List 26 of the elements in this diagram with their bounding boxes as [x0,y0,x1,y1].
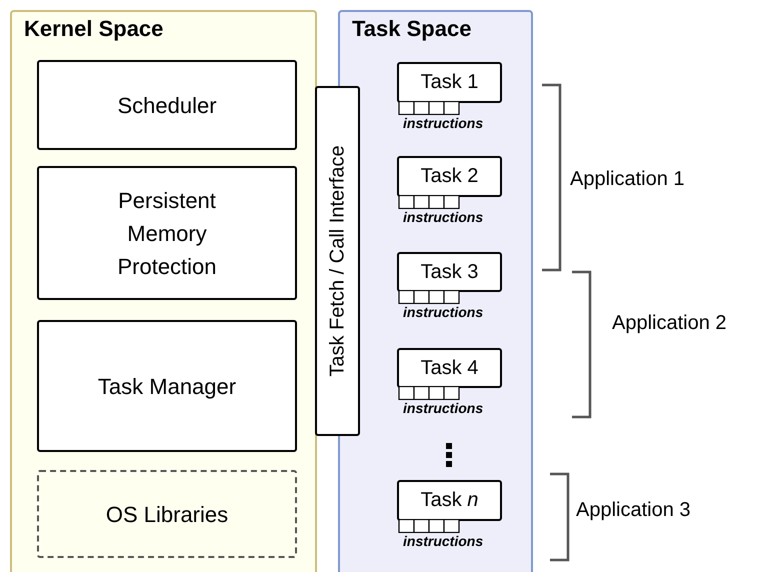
module-box [37,60,297,150]
dashed-module-box [37,470,297,558]
panel-title: Task Space [352,16,472,42]
task-label: Task 1 [420,71,478,94]
instructions-caption: instructions [403,533,484,549]
interface-bar [315,86,360,436]
application-label: Application 3 [576,499,691,522]
task-label: Task 3 [420,260,478,284]
interface-label: Task Fetch / Call Interface [326,145,349,377]
module-label: Task Manager [98,372,236,401]
module-label: OS Libraries [106,500,228,528]
module-label: Scheduler [117,92,217,120]
application-label: Application 2 [612,312,727,335]
instructions-caption: instructions [403,400,484,416]
module-box [37,320,297,452]
task-label: Task n [420,489,478,512]
task-label: Task 2 [420,165,478,188]
panel-title: Kernel Space [24,16,164,42]
application-label: Application 1 [570,168,685,191]
instructions-caption: instructions [403,115,484,131]
module-label: Persistent Memory Protection [116,186,218,280]
instructions-caption: instructions [403,209,484,225]
kernel-space-panel [10,10,317,572]
task-label: Task 4 [420,356,478,380]
module-box [37,166,297,300]
instructions-caption: instructions [403,304,484,320]
